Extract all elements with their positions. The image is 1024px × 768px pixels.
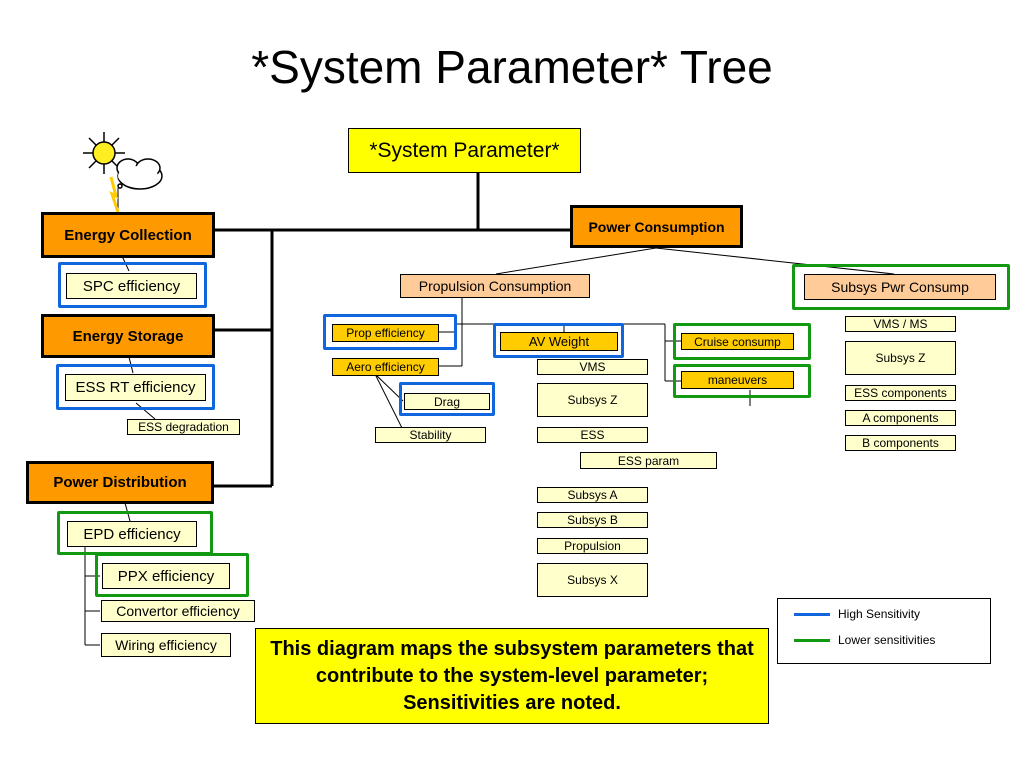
epd-efficiency-node: EPD efficiency	[67, 521, 197, 547]
lower-sensitivity-marker	[95, 553, 249, 597]
prop-efficiency-node: Prop efficiency	[332, 324, 439, 342]
a-components-node: A components	[845, 410, 956, 426]
av-vms-node: VMS	[537, 359, 648, 375]
high-sensitivity-marker	[399, 382, 495, 416]
ess-param-node: ESS param	[580, 452, 717, 469]
high-sensitivity-marker	[56, 364, 215, 410]
ess-degradation-node: ESS degradation	[127, 419, 240, 435]
subsys-b-node: Subsys B	[537, 512, 648, 528]
ess-rt-efficiency-node: ESS RT efficiency	[65, 374, 206, 401]
cloud-icon	[116, 158, 163, 190]
power-consumption-node: Power Consumption	[570, 205, 743, 248]
root-node: *System Parameter*	[348, 128, 581, 173]
page-title: *System Parameter* Tree	[251, 41, 773, 93]
legend-green-line	[794, 638, 830, 642]
lower-sensitivity-marker	[792, 264, 1010, 310]
legend: High Sensitivity Lower sensitivities	[777, 598, 991, 664]
spc-efficiency-node: SPC efficiency	[66, 273, 197, 299]
cruise-consump-node: Cruise consump	[681, 333, 794, 350]
propulsion-node: Propulsion	[537, 538, 648, 554]
av-ess-node: ESS	[537, 427, 648, 443]
high-sensitivity-marker	[58, 262, 207, 308]
lightning-bolt-icon	[109, 176, 120, 213]
stability-node: Stability	[375, 427, 486, 443]
lower-sensitivity-marker	[673, 323, 811, 360]
aero-efficiency-node: Aero efficiency	[332, 358, 439, 376]
maneuvers-node: maneuvers	[681, 371, 794, 389]
energy-storage-node: Energy Storage	[41, 314, 215, 358]
legend-high-label: High Sensitivity	[838, 607, 921, 621]
drag-node: Drag	[404, 393, 490, 410]
subsys-x-node: Subsys X	[537, 563, 648, 597]
subsys-a-node: Subsys A	[537, 487, 648, 503]
b-components-node: B components	[845, 435, 956, 451]
power-distribution-node: Power Distribution	[26, 461, 214, 504]
av-weight-node: AV Weight	[500, 332, 618, 351]
propulsion-consumption-node: Propulsion Consumption	[400, 274, 590, 298]
av-subsys-z-node: Subsys Z	[537, 383, 648, 417]
high-sensitivity-marker	[493, 323, 624, 358]
legend-lower-label: Lower sensitivities	[838, 633, 936, 647]
ppx-efficiency-node: PPX efficiency	[102, 563, 230, 589]
subsys-pwr-consump-node: Subsys Pwr Consump	[804, 274, 996, 300]
vms-ms-node: VMS / MS	[845, 316, 956, 332]
note-box: This diagram maps the subsystem paramete…	[255, 628, 769, 724]
convertor-efficiency-node: Convertor efficiency	[101, 600, 255, 622]
energy-collection-node: Energy Collection	[41, 212, 215, 258]
legend-blue-line	[794, 612, 830, 616]
wiring-efficiency-node: Wiring efficiency	[101, 633, 231, 657]
ess-components-node: ESS components	[845, 385, 956, 401]
high-sensitivity-marker	[323, 314, 457, 350]
sun-icon	[83, 132, 125, 174]
lower-sensitivity-marker	[673, 364, 811, 398]
right-subsys-z-node: Subsys Z	[845, 341, 956, 375]
